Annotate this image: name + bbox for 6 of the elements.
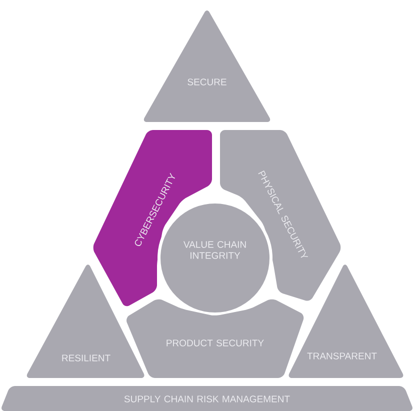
- base-band: SUPPLY CHAIN RISK MANAGEMENT: [2, 386, 412, 411]
- pentagon-segment: PRODUCT SECURITY: [126, 299, 304, 378]
- triangle-segment: SECURE: [144, 10, 270, 122]
- triangle-segment: RESILIENT: [26, 264, 144, 378]
- node-label: TRANSPARENT: [307, 352, 377, 360]
- triangle-segment: TRANSPARENT: [288, 264, 404, 378]
